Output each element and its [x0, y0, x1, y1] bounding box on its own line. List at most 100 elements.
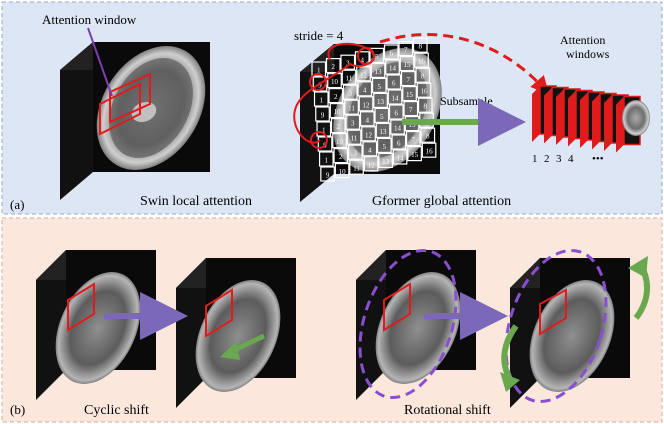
rotation-window-1: [383, 282, 411, 332]
grid-number: 1: [320, 97, 324, 105]
grid-number: 7: [404, 46, 408, 54]
attention-window-side: [544, 87, 552, 144]
grid-cell: [330, 117, 346, 134]
window-index: 1: [532, 153, 538, 165]
grid-number: 16: [421, 88, 429, 96]
grid-cell: [414, 52, 429, 68]
grid-cell: [357, 81, 373, 97]
grid-cell: [347, 144, 363, 160]
grid-number: 3: [354, 150, 358, 158]
grid-cell: [400, 70, 416, 87]
grid-number: 4: [363, 86, 367, 94]
grid-cell: [403, 100, 419, 117]
grid-cell: [420, 127, 436, 143]
grid-cell: [318, 151, 334, 167]
grid-cell: [317, 136, 333, 152]
grid-number: 13: [382, 158, 390, 166]
attention-window-side: [532, 86, 540, 142]
grid-number: 1: [325, 157, 329, 165]
grid-number: 15: [411, 151, 419, 159]
grid-number: 6: [392, 80, 396, 88]
panel-a-label: (a): [10, 197, 24, 212]
grid-cell: [370, 62, 386, 79]
cyclic-caption: Cyclic shift: [84, 403, 149, 418]
window-index: •••: [592, 153, 604, 165]
grid-number: 12: [363, 101, 371, 109]
rotational-caption: Rotational shift: [404, 403, 491, 418]
sample-curve: [293, 42, 375, 144]
grid-number: 2: [339, 153, 343, 161]
grid-number: 3: [349, 90, 353, 98]
grid-number: 14: [389, 65, 397, 73]
mri-slab-2: [176, 258, 296, 408]
grid-number: 9: [326, 172, 330, 180]
grid-number: 7: [412, 136, 416, 144]
grid-number: 3: [351, 120, 355, 128]
subsample-label: Subsample: [440, 94, 493, 108]
grid-cell: [344, 99, 359, 115]
grid-number: 6: [395, 110, 399, 118]
grid-cell: [375, 122, 391, 139]
grid-cell: [385, 59, 400, 75]
sample-circle-3: [310, 131, 328, 149]
grid-cell: [369, 47, 385, 64]
grid-number: 8: [426, 133, 430, 141]
grid-cell: [345, 114, 361, 130]
grid-cell: [416, 82, 432, 98]
stride-label: stride = 4: [294, 28, 344, 43]
grid-number: 13: [377, 98, 385, 106]
grid-cell: [373, 92, 388, 109]
grid-cell: [340, 54, 356, 70]
panel-b-label: (b): [10, 402, 25, 417]
grid-cell: [383, 44, 399, 60]
grid-cell: [358, 96, 374, 112]
grid-cell: [386, 74, 402, 90]
panel-b-slabs: [36, 250, 630, 408]
attention-window-side: [568, 90, 576, 147]
cyclic-window-1: [67, 282, 95, 332]
mri-slab-1: [36, 250, 156, 400]
window-index: 4: [568, 153, 574, 165]
attention-window-side: [604, 95, 612, 151]
grid-number: 15: [404, 61, 412, 69]
grid-cell: [316, 121, 332, 137]
gformer-caption: Gformer global attention: [372, 194, 511, 209]
grid-number: 4: [368, 146, 372, 154]
grid-number: 15: [406, 91, 414, 99]
grid-cell: [313, 91, 329, 107]
grid-number: 16: [426, 148, 434, 156]
sample-circle-1: [309, 73, 327, 91]
attention-window-label: Attention window: [42, 12, 137, 27]
shift-indicator-head: [220, 342, 240, 360]
grid-number: 10: [339, 168, 347, 176]
grid-cell: [361, 126, 376, 142]
grid-number: 11: [348, 105, 355, 113]
grid-number: 12: [368, 161, 376, 169]
grid-cell: [334, 163, 350, 179]
grid-cell: [356, 66, 371, 82]
grid-cell: [346, 129, 362, 145]
grid-number: 10: [334, 108, 342, 116]
sample-circle-2: [357, 47, 375, 65]
grid-cell: [390, 119, 405, 135]
grid-cell: [388, 104, 404, 120]
grid-cell: [332, 133, 347, 149]
grid-number: 4: [361, 56, 365, 64]
window-index: 2: [544, 153, 550, 165]
grid-number: 2: [332, 63, 336, 71]
grid-cell: [399, 55, 415, 72]
grid-cell: [387, 89, 403, 105]
attention-window-side: [592, 93, 600, 150]
grid-number: 11: [351, 135, 358, 143]
grid-number: 8: [421, 73, 425, 81]
grid-cell: [325, 57, 341, 74]
grid-cell: [329, 102, 345, 119]
grid-number: 2: [334, 93, 338, 101]
grid-number: 5: [380, 113, 384, 121]
grid-number: 5: [383, 143, 387, 151]
grid-cell: [371, 77, 387, 94]
grid-cell: [328, 87, 344, 104]
rotation-window-2: [539, 288, 567, 336]
